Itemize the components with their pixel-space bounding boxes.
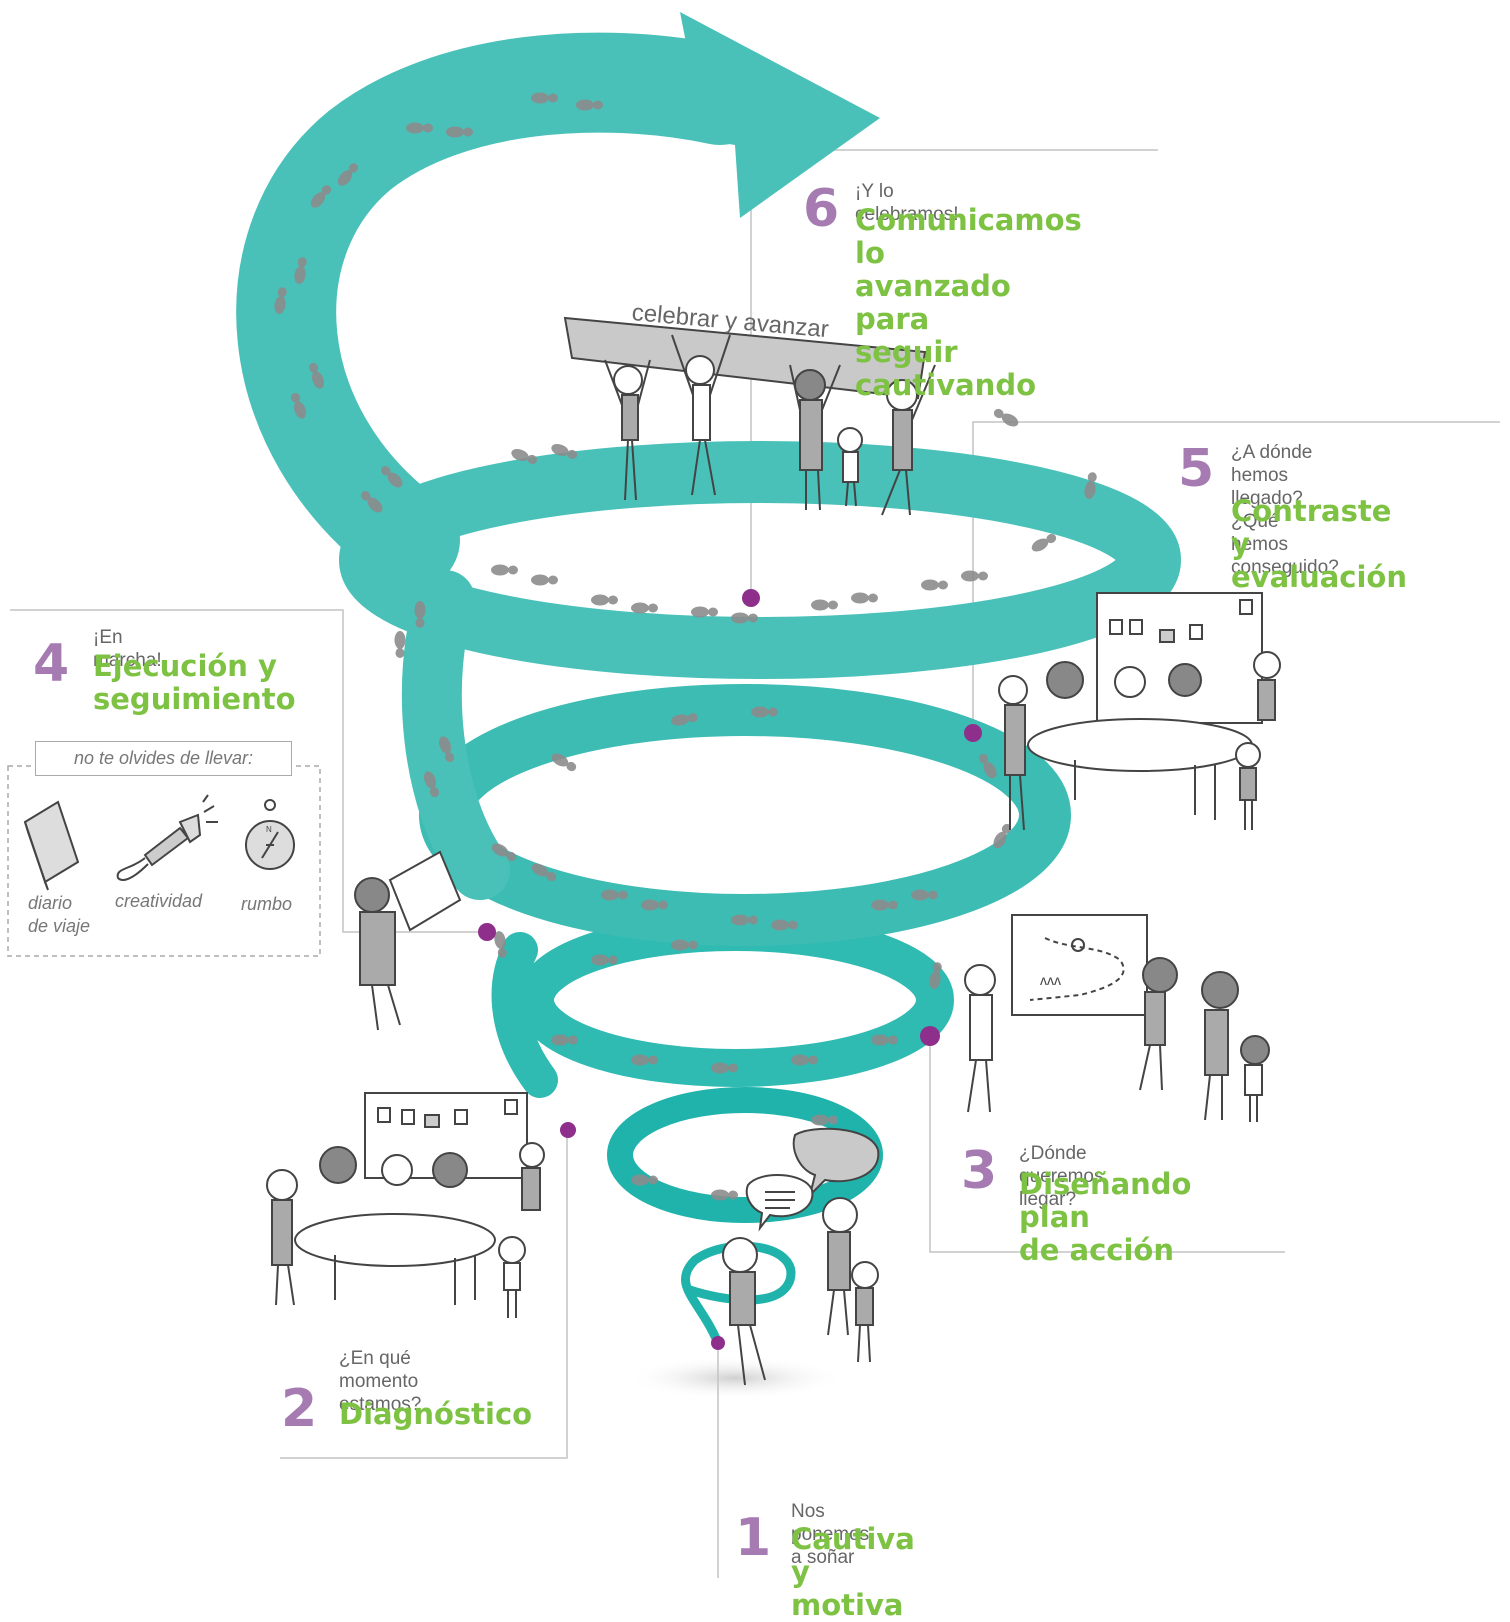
step-4-number: 4 — [33, 634, 70, 694]
step-dots — [478, 589, 982, 1350]
step-1-question: Nos ponemos a soñar — [791, 1501, 870, 1568]
toolkit-item-creativity: creatividad — [115, 891, 203, 911]
step-3-title: Diseñando plan de acción — [1019, 1167, 1192, 1267]
step-2-number: 2 — [281, 1379, 318, 1439]
step-1-title: Cautiva y motiva — [791, 1522, 915, 1622]
explorer-figure — [354, 850, 462, 1031]
step-4-title: Ejecución y seguimiento — [93, 649, 296, 716]
step-5-title: Contraste y evaluación — [1231, 494, 1407, 594]
step-4-question: ¡En marcha! — [93, 627, 162, 671]
spiral-diagram: celebrar y avanzar ᴧᴧᴧ — [7, 12, 1500, 1578]
step-5-number: 5 — [1178, 439, 1215, 499]
planning-group: ᴧᴧᴧ — [964, 914, 1270, 1122]
step-1-number: 1 — [735, 1508, 772, 1568]
compass-icon: N — [245, 799, 295, 870]
toolkit-item-compass: rumbo — [241, 894, 293, 914]
ground-shadow — [625, 1356, 845, 1400]
step-6-question: ¡Y lo celebramos! — [855, 181, 959, 225]
people-illustrations: ᴧᴧᴧ — [266, 334, 1281, 1386]
step-3-question: ¿Dónde queremos llegar? — [1019, 1143, 1104, 1210]
dreaming-group — [722, 1127, 880, 1386]
svg-text:N: N — [266, 825, 272, 834]
journal-icon — [23, 800, 80, 891]
step-6-title: Comunicamos lo avanzado para seguir caut… — [855, 203, 1082, 402]
diagnosis-group — [266, 1092, 545, 1318]
spiral-arrowhead — [680, 12, 880, 218]
toolkit-heading: no te olvides de llevar: — [35, 741, 292, 776]
toolkit-item-journal: diario de viaje — [28, 893, 91, 936]
celebrating-group — [604, 334, 936, 516]
step-5-question: ¿A dónde hemos llegado? ¿Qué hemos conse… — [1231, 442, 1339, 578]
svg-text:ᴧᴧᴧ: ᴧᴧᴧ — [1040, 972, 1061, 988]
evaluation-group — [998, 592, 1281, 831]
step-2-title: Diagnóstico — [339, 1397, 533, 1431]
step-3-number: 3 — [961, 1141, 998, 1201]
spiral-path — [236, 32, 1181, 1348]
step-2-question: ¿En qué momento estamos? — [339, 1348, 422, 1415]
step-6-number: 6 — [803, 179, 840, 239]
flashlight-icon — [116, 794, 218, 881]
